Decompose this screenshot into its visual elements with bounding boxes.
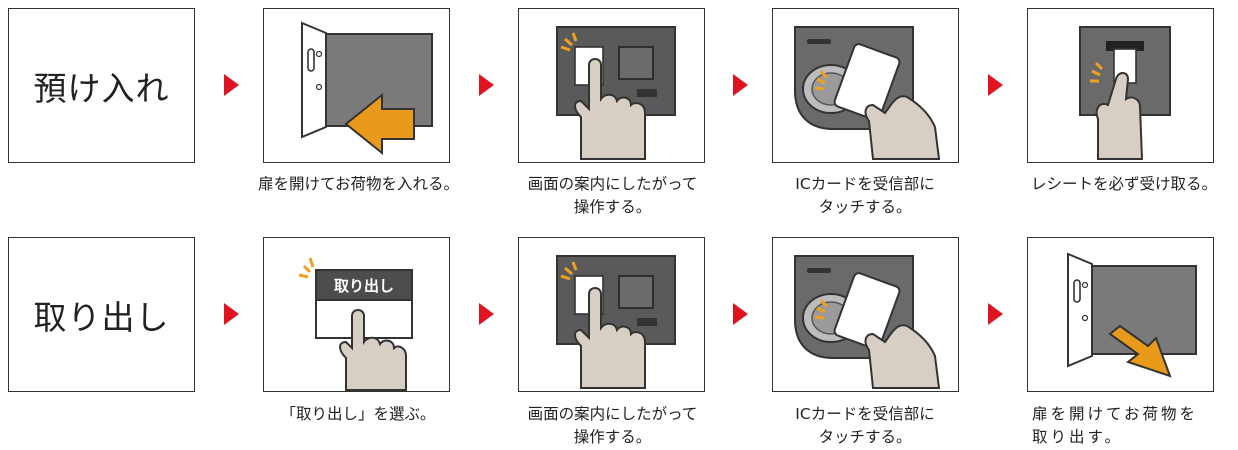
row-label-withdraw-text: 取り出し <box>33 297 170 337</box>
step-arrow <box>224 303 239 325</box>
ic-card-reader-icon <box>794 26 941 160</box>
step-box-insert-luggage <box>263 8 450 163</box>
step-caption-screen-guide: 画面の案内にしたがって 操作する。 <box>527 175 698 216</box>
step-box-remove-luggage <box>1027 237 1214 392</box>
step-box-select-takeout: 取り出し <box>263 237 450 392</box>
take-out-button-text: 取り出し <box>334 277 394 295</box>
locker-door-remove-icon <box>1067 252 1197 378</box>
step-caption-select-takeout: 「取り出し」を選ぶ。 <box>280 405 436 423</box>
locker-door-insert-icon <box>301 21 433 156</box>
step-arrow <box>479 303 494 325</box>
step-arrow <box>479 74 494 96</box>
step-box-receipt <box>1027 8 1214 163</box>
step-arrow <box>224 74 239 96</box>
step-arrow <box>733 303 748 325</box>
step-arrow <box>733 74 748 96</box>
touch-screen-panel-icon <box>556 255 676 389</box>
touch-screen-panel-icon <box>556 26 676 160</box>
take-out-button-icon: 取り出し <box>298 257 413 391</box>
step-box-screen-guide-2 <box>518 237 705 392</box>
ic-card-reader-icon <box>794 255 941 389</box>
step-box-ic-card-2 <box>772 237 959 392</box>
row-label-deposit-text: 預け入れ <box>33 68 170 108</box>
step-arrow <box>988 303 1003 325</box>
receipt-printer-icon <box>1079 26 1171 160</box>
row-label-deposit: 預け入れ <box>8 8 195 163</box>
step-caption-remove-luggage: 扉を開けてお荷物を 取り出す。 <box>1032 405 1199 446</box>
step-box-ic-card <box>772 8 959 163</box>
step-caption-insert-luggage: 扉を開けてお荷物を入れる。 <box>257 175 460 193</box>
step-caption-ic-card-2: ICカードを受信部に タッチする。 <box>795 405 935 446</box>
step-box-screen-guide <box>518 8 705 163</box>
step-caption-screen-guide-2: 画面の案内にしたがって 操作する。 <box>527 405 698 446</box>
step-arrow <box>988 74 1003 96</box>
row-label-withdraw: 取り出し <box>8 237 195 392</box>
step-caption-receipt: レシートを必ず受け取る。 <box>1030 175 1217 193</box>
step-caption-ic-card: ICカードを受信部に タッチする。 <box>795 175 935 216</box>
